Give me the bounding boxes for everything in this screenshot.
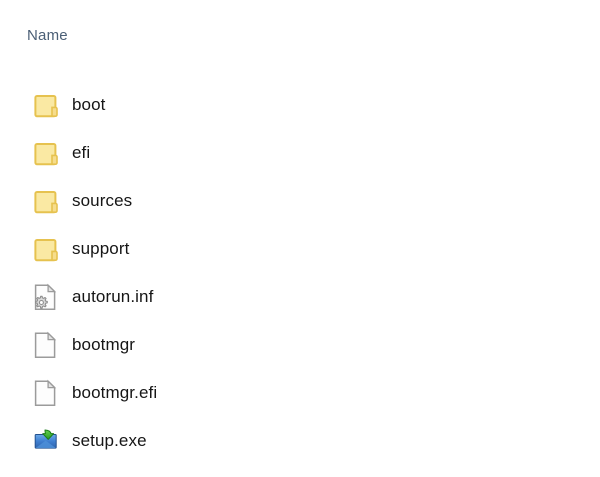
inf-file-icon (33, 283, 59, 311)
list-item[interactable]: sources (0, 177, 600, 225)
list-item-label: bootmgr.efi (72, 383, 158, 402)
list-item-label: support (72, 239, 130, 258)
column-header-name[interactable]: Name (27, 27, 68, 44)
gear-icon (34, 295, 48, 309)
list-item-label: efi (72, 143, 91, 162)
folder-icon (33, 139, 59, 167)
folder-icon (33, 235, 59, 263)
list-item-label: sources (72, 191, 133, 210)
column-header-row: Name (27, 25, 68, 47)
list-item-label: autorun.inf (72, 287, 154, 306)
list-item[interactable]: autorun.inf (0, 273, 600, 321)
list-item[interactable]: efi (0, 129, 600, 177)
list-item[interactable]: bootmgr.efi (0, 369, 600, 417)
list-item-label: bootmgr (72, 335, 136, 354)
blank-file-icon (33, 331, 59, 359)
list-item[interactable]: bootmgr (0, 321, 600, 369)
folder-icon (33, 187, 59, 215)
list-item-label: setup.exe (72, 431, 147, 450)
list-item[interactable]: boot (0, 81, 600, 129)
folder-icon (33, 91, 59, 119)
file-list: boot efi sources (0, 81, 600, 465)
setup-exe-icon (33, 427, 59, 455)
blank-file-icon (33, 379, 59, 407)
list-item[interactable]: setup.exe (0, 417, 600, 465)
list-item[interactable]: support (0, 225, 600, 273)
list-item-label: boot (72, 95, 106, 114)
